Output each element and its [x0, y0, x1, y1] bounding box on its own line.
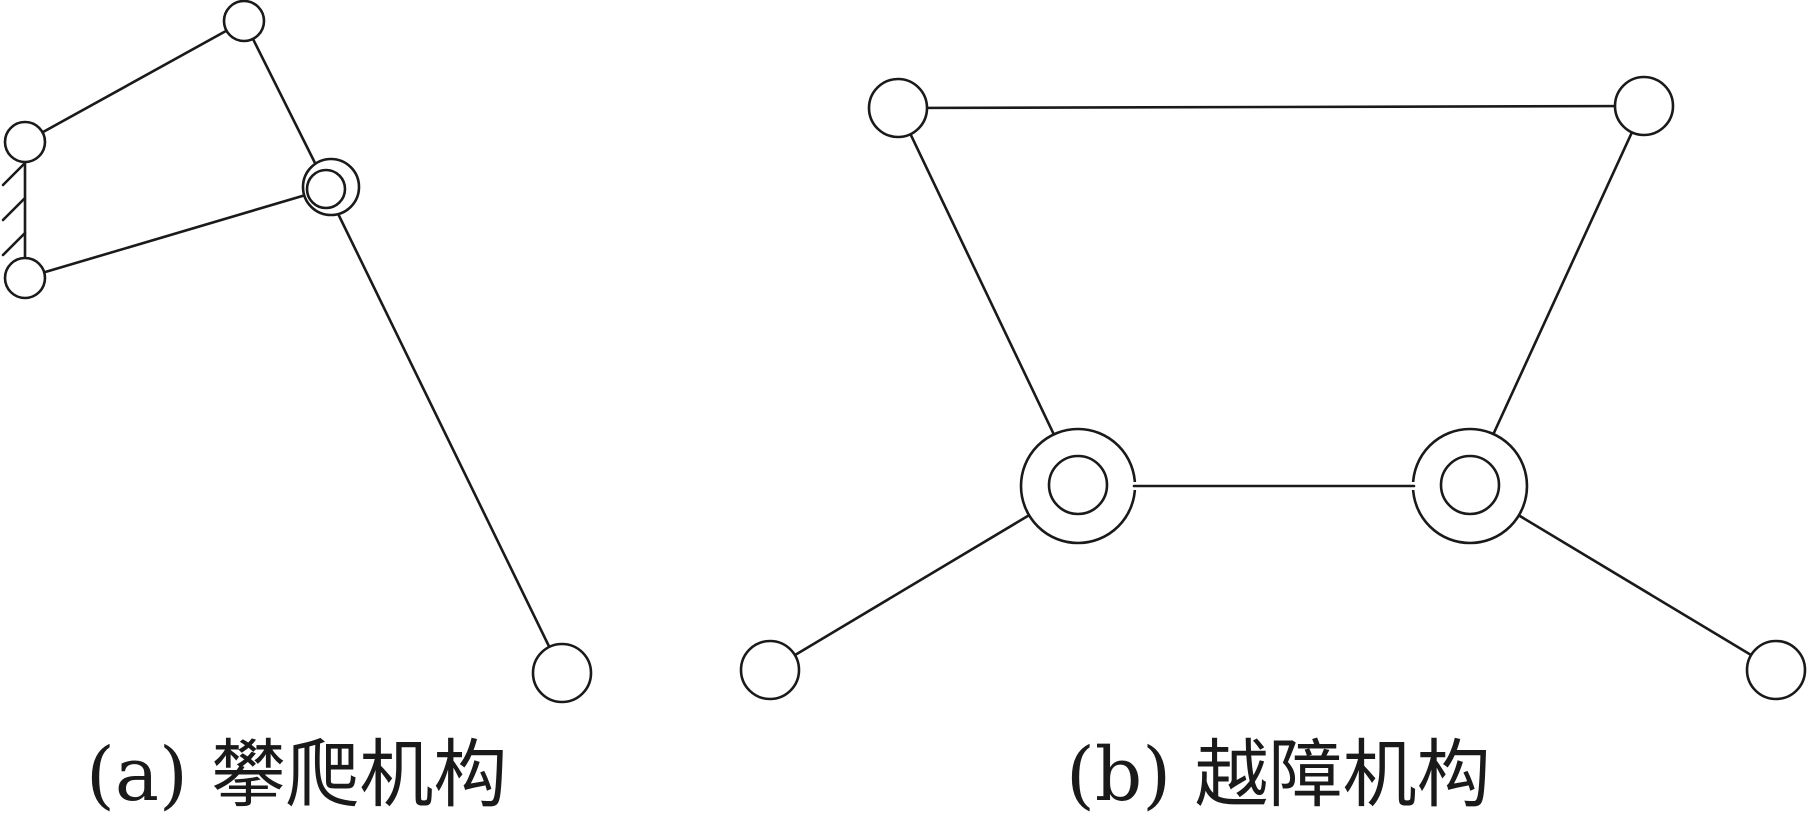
ground-hatch	[1, 140, 27, 280]
link-lower	[23, 187, 328, 280]
joint-middle-left	[1047, 454, 1109, 516]
joint-ground-bottom	[3, 256, 47, 300]
link-left-lower	[768, 484, 1080, 672]
link-top	[23, 19, 246, 144]
joint-end	[531, 642, 593, 704]
joint-top-left	[867, 77, 929, 139]
joint-top	[222, 0, 266, 43]
caption-a: (a) 攀爬机构	[86, 732, 508, 818]
link-upper-right	[242, 19, 328, 187]
joint-middle-right	[1439, 454, 1501, 516]
joint-bottom-right	[1745, 639, 1807, 701]
joint-middle	[305, 168, 347, 210]
link-right-lower	[1468, 484, 1778, 672]
caption-b: (b) 越障机构	[1066, 732, 1491, 818]
link-left-upper	[896, 106, 1080, 487]
joint-top-right	[1613, 75, 1675, 137]
joint-ground-top	[3, 120, 47, 164]
link-long-arm	[324, 187, 564, 675]
joint-bottom-left	[739, 639, 801, 701]
obstacle-crossing-mechanism	[739, 75, 1807, 701]
link-right-upper	[1468, 104, 1646, 487]
climbing-mechanism	[1, 0, 593, 704]
link-top-bar	[896, 104, 1646, 110]
